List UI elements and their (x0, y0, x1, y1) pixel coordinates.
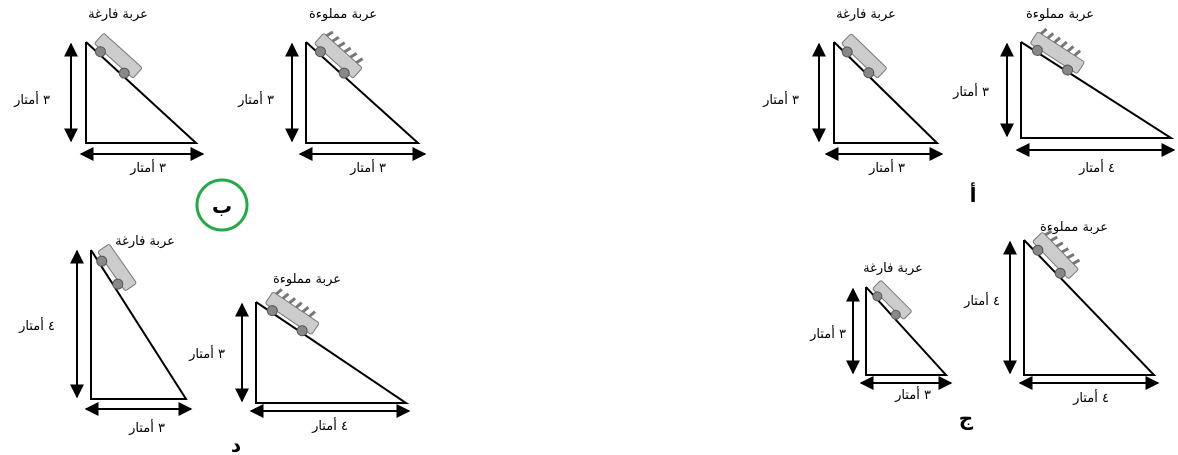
ramp-empty-a: عربة فارغة ٣ أمتار ٣ أمتار (762, 7, 944, 176)
loaded-cart-title: عربة مملوءة (1026, 7, 1094, 22)
base-label: ٣ أمتار (128, 419, 165, 436)
loaded-cart-title: عربة مملوءة (309, 7, 377, 22)
option-letter: ج (959, 406, 974, 430)
ramp-triangle (1023, 239, 1157, 376)
empty-cart-title: عربة فارغة (863, 261, 923, 276)
base-label: ٣ أمتار (349, 159, 386, 176)
option-b[interactable]: عربة فارغة ٣ أمتار ٣ أمتار عربة مملوءة ٣… (13, 7, 427, 232)
ramp-empty-d: عربة فارغة ٤ أمتار ٣ أمتار (18, 234, 193, 436)
height-label: ٣ أمتار (237, 91, 274, 108)
ramp-triangle (833, 41, 940, 144)
loaded-cart-title: عربة مملوءة (273, 272, 341, 287)
empty-cart-title: عربة فارغة (836, 7, 896, 22)
ramp-loaded-a: عربة مملوءة ٣ أمتار ٤ أمتار (952, 7, 1176, 176)
ramp-triangle (305, 41, 421, 144)
option-letter: ب (212, 194, 232, 218)
height-label: ٣ أمتار (952, 83, 989, 100)
loaded-cart-title: عربة مملوءة (1040, 220, 1108, 235)
ramp-loaded-b: عربة مملوءة ٣ أمتار ٣ أمتار (237, 7, 427, 176)
height-label: ٣ أمتار (762, 91, 799, 108)
empty-cart-icon (94, 33, 143, 79)
loaded-cart-icon (265, 288, 320, 337)
height-label: ٣ أمتار (13, 91, 50, 108)
height-label: ٣ أمتار (188, 345, 225, 362)
base-label: ٤ أمتار (1072, 389, 1109, 406)
option-d[interactable]: عربة فارغة ٤ أمتار ٣ أمتار عربة مملوءة ٣… (18, 234, 411, 455)
height-label: ٤ أمتار (963, 292, 1000, 309)
ramp-empty-b: عربة فارغة ٣ أمتار ٣ أمتار (13, 7, 205, 176)
ramp-loaded-d: عربة مملوءة ٣ أمتار ٤ أمتار (188, 272, 411, 434)
option-c[interactable]: عربة فارغة ٣ أمتار ٣ أمتار عربة مملوءة ٤… (809, 220, 1160, 430)
height-label: ٣ أمتار (809, 325, 846, 342)
selected-answer-ring (195, 178, 249, 232)
base-label: ٤ أمتار (1078, 159, 1115, 176)
ramp-triangle (255, 301, 410, 404)
option-letter: أ (970, 181, 977, 207)
ramp-empty-c: عربة فارغة ٣ أمتار ٣ أمتار (809, 261, 953, 403)
base-label: ٣ أمتار (868, 159, 905, 176)
loaded-cart-icon (314, 30, 364, 79)
empty-cart-title: عربة فارغة (88, 7, 148, 22)
empty-cart-icon (841, 33, 887, 79)
ramp-triangle (865, 286, 949, 376)
loaded-cart-icon (1032, 230, 1081, 279)
base-label: ٤ أمتار (311, 417, 348, 434)
option-letter: د (231, 433, 241, 455)
empty-cart-icon (96, 244, 137, 291)
empty-cart-title: عربة فارغة (115, 234, 175, 249)
loaded-cart-icon (1030, 27, 1085, 76)
ramp-triangle (85, 41, 199, 144)
base-label: ٣ أمتار (894, 386, 931, 403)
empty-cart-icon (872, 280, 912, 320)
height-label: ٤ أمتار (18, 317, 55, 334)
ramp-loaded-c: عربة مملوءة ٤ أمتار ٤ أمتار (963, 220, 1160, 406)
ramp-triangle (90, 249, 188, 400)
base-label: ٣ أمتار (129, 159, 166, 176)
ramp-triangle (1020, 41, 1175, 139)
option-a[interactable]: عربة فارغة ٣ أمتار ٣ أمتار عربة مملوءة ٣… (762, 7, 1176, 207)
